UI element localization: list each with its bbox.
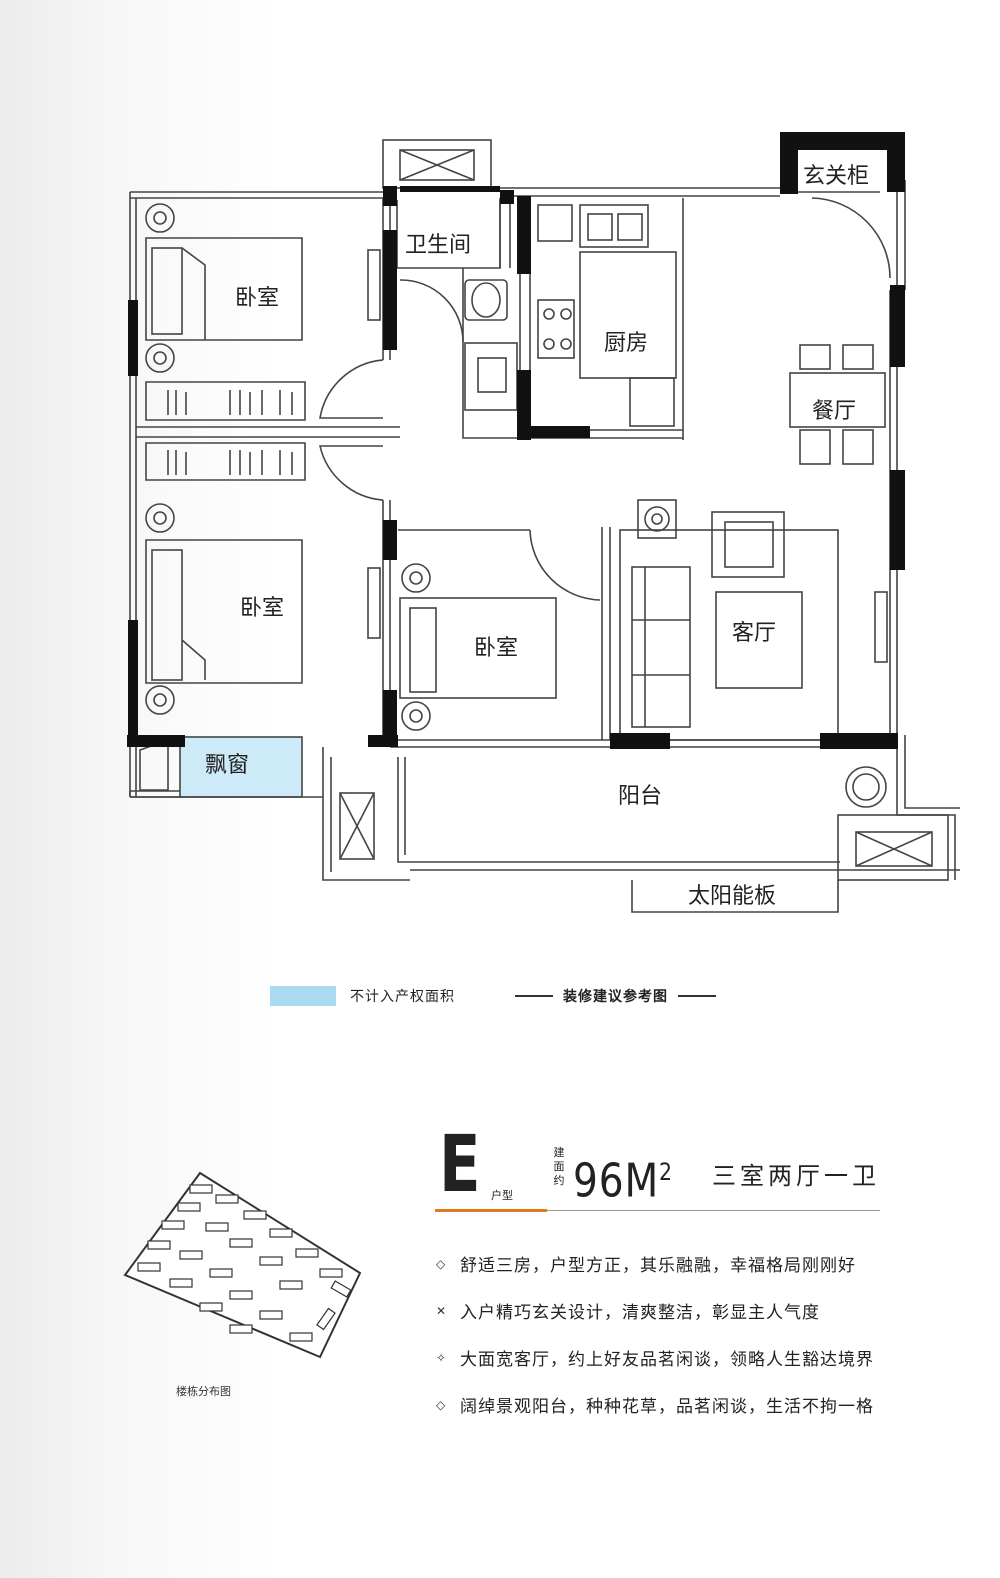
unit-layout: 三室两厅一卫	[712, 1162, 880, 1190]
feature-list: ◇ 舒适三房，户型方正，其乐融融，幸福格局刚刚好 ✕ 入户精巧玄关设计，清爽整洁…	[436, 1240, 906, 1428]
room-label-dining: 餐厅	[812, 399, 856, 424]
room-label-solar-panel: 太阳能板	[688, 884, 776, 909]
room-label-kitchen: 厨房	[604, 331, 648, 356]
feature-text: 阔绰景观阳台，种种花草，品茗闲谈，生活不拘一格	[460, 1397, 874, 1417]
unit-area-label: 建面约	[553, 1146, 565, 1187]
accent-underline	[435, 1209, 547, 1212]
room-label-bedroom-2: 卧室	[240, 596, 284, 621]
feature-item: ◇ 舒适三房，户型方正，其乐融融，幸福格局刚刚好	[436, 1240, 906, 1287]
unit-letter: E	[439, 1120, 481, 1210]
unit-area-sup: 2	[659, 1158, 673, 1186]
floor-plan: 卧室 卧室 卧室 卫生间 厨房 餐厅 客厅 阳台 飘窗 玄关柜 太阳能板	[127, 132, 960, 913]
dash-line-right	[678, 995, 716, 997]
cross-x-icon: ✕	[436, 1303, 448, 1318]
legend-note: 装修建议参考图	[505, 986, 726, 1006]
feature-item: ✧ 大面宽客厅，约上好友品茗闲谈，领略人生豁达境界	[436, 1334, 906, 1381]
unit-area-number: 96M	[573, 1153, 660, 1208]
legend-note-text: 装修建议参考图	[563, 989, 668, 1005]
feature-item: ◇ 阔绰景观阳台，种种花草，品茗闲谈，生活不拘一格	[436, 1381, 906, 1428]
unit-type-label: 户型	[491, 1189, 513, 1202]
feature-text: 舒适三房，户型方正，其乐融融，幸福格局刚刚好	[460, 1256, 856, 1276]
feature-text: 大面宽客厅，约上好友品茗闲谈，领略人生豁达境界	[460, 1350, 874, 1370]
legend-swatch-label: 不计入产权面积	[350, 989, 455, 1005]
room-label-entry-cabinet: 玄关柜	[803, 164, 869, 189]
room-label-living: 客厅	[732, 621, 776, 646]
unit-area: 96M2	[573, 1142, 673, 1210]
room-label-bedroom-3: 卧室	[474, 636, 518, 661]
room-label-balcony: 阳台	[618, 784, 662, 809]
site-plan-map	[123, 1171, 362, 1359]
site-plan-caption: 楼栋分布图	[176, 1385, 231, 1398]
diamond-outline-icon: ◇	[436, 1397, 447, 1412]
room-label-bedroom-1: 卧室	[235, 286, 279, 311]
header-rule	[547, 1210, 880, 1211]
unit-header: E 户型 建面约 96M2 三室两厅一卫	[435, 1120, 880, 1215]
room-label-bay-window: 飘窗	[205, 753, 249, 778]
sparkle-icon: ✧	[436, 1350, 448, 1365]
legend: 不计入产权面积 装修建议参考图	[270, 986, 726, 1006]
room-label-bathroom: 卫生间	[405, 233, 471, 258]
dash-line-left	[515, 995, 553, 997]
feature-item: ✕ 入户精巧玄关设计，清爽整洁，彰显主人气度	[436, 1287, 906, 1334]
feature-text: 入户精巧玄关设计，清爽整洁，彰显主人气度	[460, 1303, 820, 1323]
non-property-area-swatch	[270, 986, 336, 1006]
diamond-outline-icon: ◇	[436, 1256, 447, 1271]
